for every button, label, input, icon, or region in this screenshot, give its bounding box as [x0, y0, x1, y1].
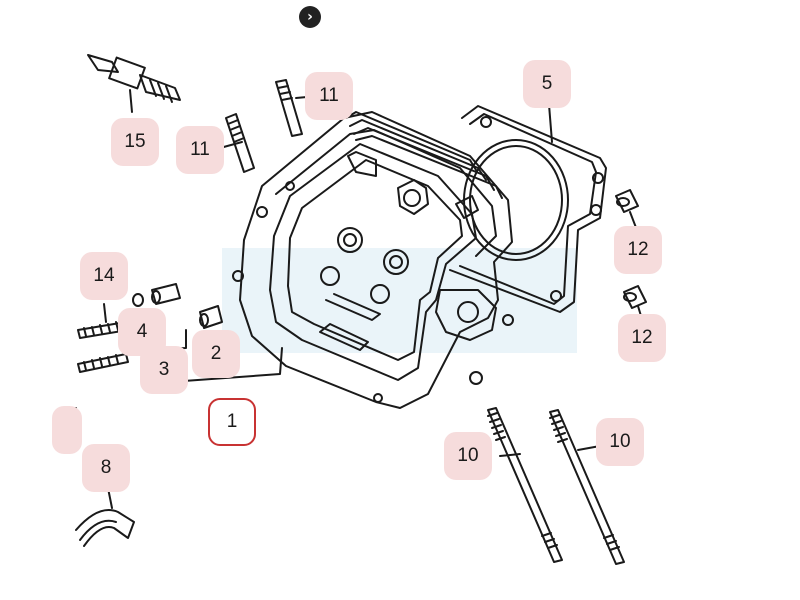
callout-10-left[interactable]: 10: [444, 432, 492, 480]
callout-11-top[interactable]: 11: [305, 72, 353, 120]
callout-15[interactable]: 15: [111, 118, 159, 166]
callout-8[interactable]: 8: [82, 444, 130, 492]
callout-11-left[interactable]: 11: [176, 126, 224, 174]
chevron-right-icon[interactable]: ›: [299, 6, 321, 28]
callout-1-selected[interactable]: 1: [208, 398, 256, 446]
callout-10-right[interactable]: 10: [596, 418, 644, 466]
head-gasket-drawing: [449, 91, 607, 313]
callout-14[interactable]: 14: [80, 252, 128, 300]
stud-11-left: [219, 113, 255, 173]
callout-12-upper[interactable]: 12: [614, 226, 662, 274]
highlight-band: [222, 248, 577, 353]
callout-partial-left: [52, 406, 82, 454]
callout-2[interactable]: 2: [192, 330, 240, 378]
long-stud-10-left: [487, 407, 563, 563]
cylinder-head-body: [232, 111, 514, 409]
callout-3[interactable]: 3: [140, 346, 188, 394]
callout-12-lower[interactable]: 12: [618, 314, 666, 362]
spark-plug-drawing: [87, 54, 181, 113]
callout-5[interactable]: 5: [523, 60, 571, 108]
